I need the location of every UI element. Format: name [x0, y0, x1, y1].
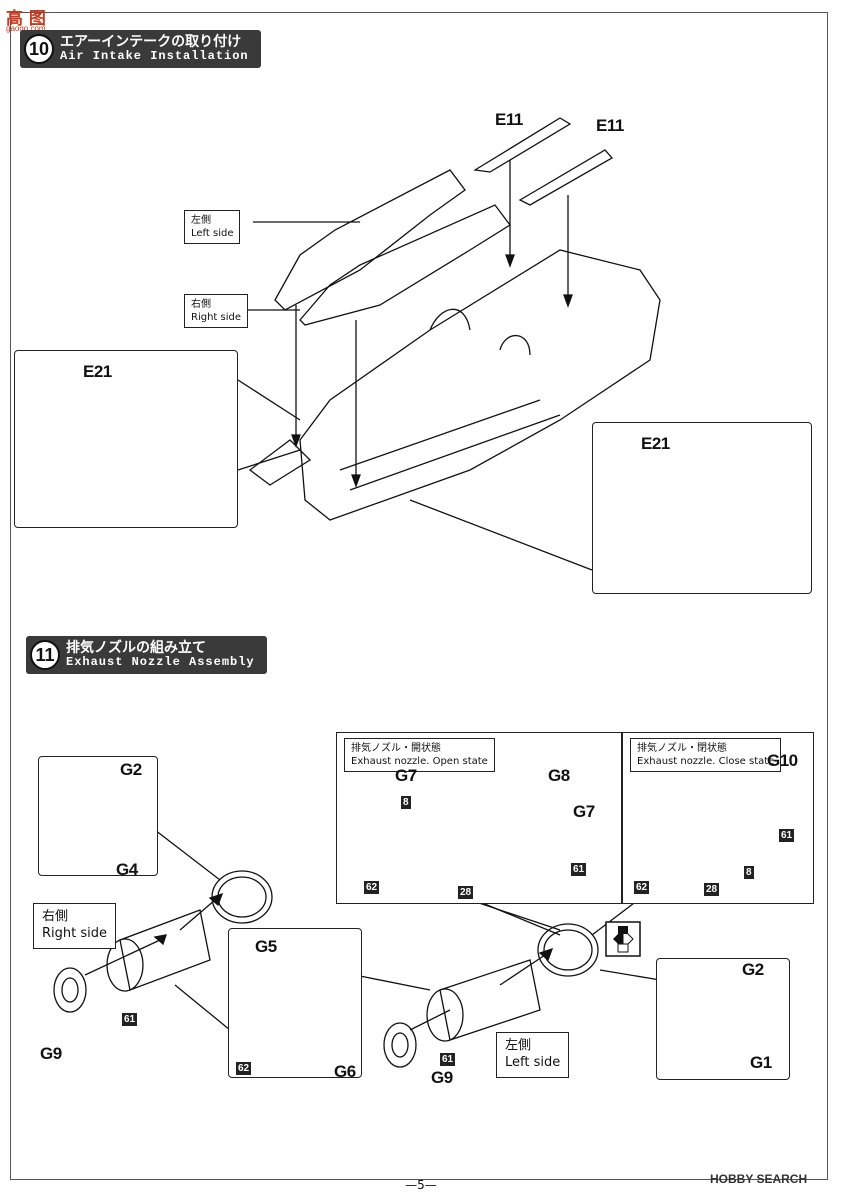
page-frame	[10, 12, 828, 1180]
step-10-number: 10	[24, 34, 54, 64]
part-g7-a: G7	[395, 766, 417, 785]
tag-28-open: 28	[458, 886, 474, 899]
part-g10: G10	[767, 751, 798, 770]
step-10-title-en: Air Intake Installation	[60, 49, 249, 64]
step-11-number: 11	[30, 640, 60, 670]
e11-plate-left	[473, 117, 572, 173]
tag-61-left: 61	[440, 1053, 456, 1066]
part-g8: G8	[548, 766, 570, 785]
page-number: —5—	[405, 1178, 437, 1192]
callout-right-side-nozzle: 右側 Right side	[33, 903, 116, 949]
detail-g5-g6	[228, 928, 362, 1078]
step-11-header: 11 排気ノズルの組み立て Exhaust Nozzle Assembly	[26, 636, 267, 674]
part-g9-b: G9	[431, 1068, 453, 1087]
step-10-header: 10 エアーインテークの取り付け Air Intake Installation	[20, 30, 261, 68]
detail-g2-g4	[38, 756, 158, 876]
part-g4: G4	[116, 860, 138, 879]
detail-g2-g1	[656, 958, 790, 1080]
right-intake-ramp	[299, 204, 511, 326]
detail-e21-left	[14, 350, 238, 528]
callout-left-side: 左側 Left side	[184, 210, 241, 244]
callout-close-state: 排気ノズル・閉状態 Exhaust nozzle. Close state	[630, 738, 782, 772]
tag-61-close: 61	[779, 829, 795, 842]
part-g6: G6	[334, 1062, 356, 1081]
callout-right-side: 右側 Right side	[184, 294, 248, 328]
tag-62-close: 62	[634, 881, 650, 894]
step-10-title-jp: エアーインテークの取り付け	[60, 34, 242, 51]
tag-8-open: 8	[401, 796, 411, 809]
part-e21-left: E21	[83, 362, 112, 381]
step-11-title-jp: 排気ノズルの組み立て	[66, 640, 206, 657]
tag-62-inner: 62	[236, 1062, 252, 1075]
part-g2-a: G2	[120, 760, 142, 779]
part-e11-a: E11	[495, 110, 523, 129]
e11-plate-right	[518, 149, 614, 206]
part-g1: G1	[750, 1053, 772, 1072]
tag-62-open: 62	[364, 881, 380, 894]
part-g9-a: G9	[40, 1044, 62, 1063]
part-g2-b: G2	[742, 960, 764, 979]
part-e11-b: E11	[596, 116, 624, 135]
tag-8-close: 8	[744, 866, 754, 879]
part-e21-right: E21	[641, 434, 670, 453]
tag-61-open: 61	[571, 863, 587, 876]
site-logo: 高 图	[6, 9, 46, 29]
flip-direction-symbol	[605, 921, 641, 957]
site-logo-url: gaogo.com	[6, 24, 46, 33]
step-11-title-en: Exhaust Nozzle Assembly	[66, 655, 255, 670]
hobby-search-watermark: HOBBY SEARCH	[710, 1172, 808, 1186]
callout-open-state: 排気ノズル・開状態 Exhaust nozzle. Open state	[344, 738, 495, 772]
tag-28-close: 28	[704, 883, 720, 896]
callout-left-side-nozzle: 左側 Left side	[496, 1032, 570, 1078]
left-intake-ramp	[274, 169, 466, 311]
part-g7-b: G7	[573, 802, 595, 821]
detail-e21-right	[592, 422, 812, 594]
fuselage-outline	[299, 249, 661, 521]
part-g5: G5	[255, 937, 277, 956]
tag-61-right: 61	[122, 1013, 138, 1026]
